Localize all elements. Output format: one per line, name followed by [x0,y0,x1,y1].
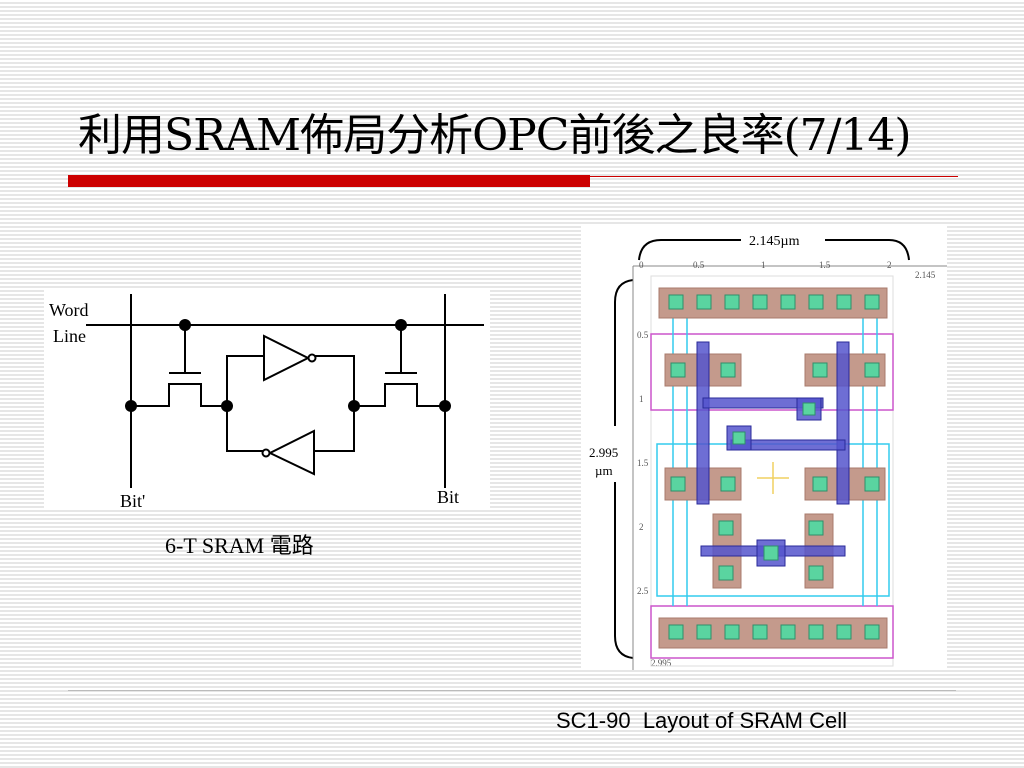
svg-text:2.5: 2.5 [637,586,649,596]
storage-node-left [221,400,233,412]
layout-height-label-1: 2.995 [589,445,618,460]
svg-text:2.145: 2.145 [915,270,936,280]
svg-text:1.5: 1.5 [819,260,831,270]
circuit-caption: 6-T SRAM 電路 [165,533,314,558]
layout-width-label: 2.145µm [749,234,800,249]
bottom-power-rail [658,617,888,649]
slide-title: 利用SRAM佈局分析OPC前後之良率(7/14) [78,110,912,161]
bit-bar-label: Bit' [120,491,145,510]
title-rule-red [68,175,590,187]
sram-circuit-schematic: Word Line Bit' Bit [44,288,490,511]
top-power-rail [658,287,888,319]
poly-gate-left [696,341,710,505]
slide-footer: SC1-90 Layout of SRAM Cell [556,708,848,733]
layout-height-label-2: µm [595,463,613,478]
inverter-top [263,334,311,382]
bottom-rule [68,690,956,691]
word-line-node-right [395,319,407,331]
svg-text:0.5: 0.5 [693,260,705,270]
poly-gate-right [836,341,850,505]
storage-node-right [348,400,360,412]
svg-text:2: 2 [639,522,644,532]
word-line-node-left [179,319,191,331]
svg-text:2.995: 2.995 [651,658,672,668]
svg-text:1: 1 [761,260,766,270]
svg-text:1: 1 [639,394,644,404]
inverter-bottom [267,429,315,476]
svg-text:0.5: 0.5 [637,330,649,340]
word-line-label-1: Word [49,300,89,320]
bit-label: Bit [437,487,459,507]
svg-text:2: 2 [887,260,892,270]
circuit-svg: Word Line Bit' Bit [49,294,484,511]
word-line-label-2: Line [53,326,86,346]
layout-svg: 2.145µm 2.995 µm 0 0.5 1 1.5 2 2.145 0.5… [589,234,947,670]
bit-node [439,400,451,412]
svg-text:1.5: 1.5 [637,458,649,468]
title-rule-thin [590,176,958,177]
svg-text:0: 0 [639,260,644,270]
bit-bar-node [125,400,137,412]
sram-layout-figure: 2.145µm 2.995 µm 0 0.5 1 1.5 2 2.145 0.5… [581,226,947,670]
